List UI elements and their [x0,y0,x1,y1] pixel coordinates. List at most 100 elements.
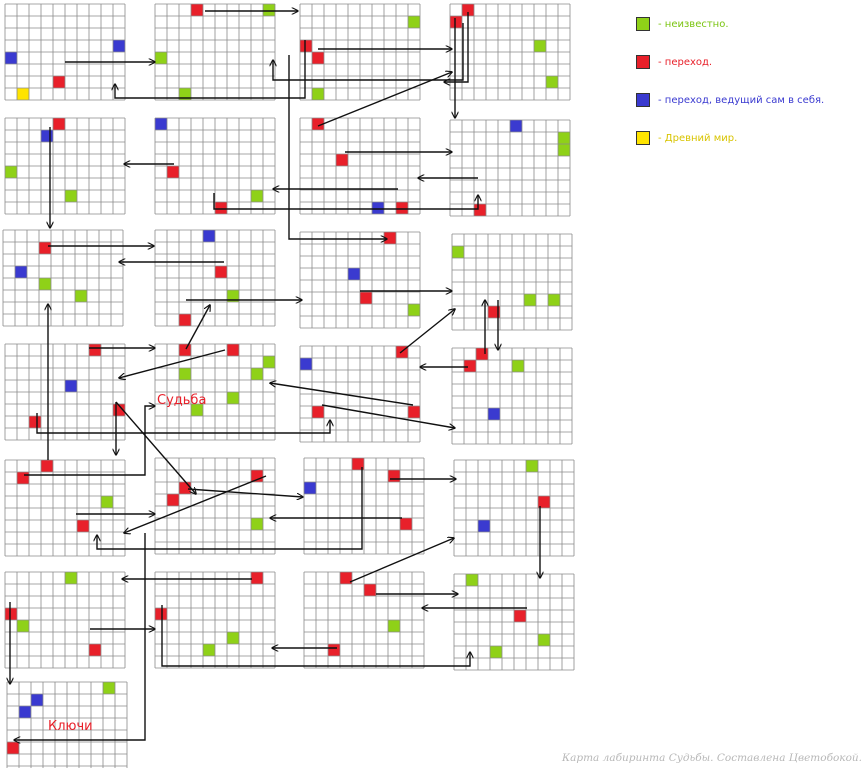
cell-unknown [263,4,275,16]
rooms-layer [2,3,575,768]
cell-transition [462,4,474,16]
cell-unknown [490,646,502,658]
cell-transition [89,644,101,656]
cell-self-transition [155,118,167,130]
cell-unknown [103,682,115,694]
room-grid [154,457,276,555]
cell-unknown [203,644,215,656]
cell-unknown [191,404,203,416]
cell-transition [5,608,17,620]
room-r6-2 [154,571,276,669]
cell-self-transition [478,520,490,532]
room-grid [299,231,421,329]
room-r6-1 [4,571,126,669]
cell-transition [227,344,239,356]
cell-transition [167,494,179,506]
connection-arrow [14,533,146,740]
cell-unknown [75,290,87,302]
connection-arrow [161,605,470,667]
legend-text-self-transition: - переход, ведущий сам в себя. [658,94,825,106]
cell-transition [215,202,227,214]
cell-self-transition [31,694,43,706]
room-r1-3 [299,3,421,101]
cell-transition [29,416,41,428]
cell-self-transition [5,52,17,64]
cell-transition [408,406,420,418]
room-grid [154,3,276,101]
cell-transition [388,470,400,482]
cell-transition [336,154,348,166]
cell-unknown [526,460,538,472]
cell-transition [39,242,51,254]
legend-swatch-transition [636,55,650,69]
room-r4-2 [154,343,276,441]
cell-transition [191,4,203,16]
map-caption: Карта лабиринта Судьбы. Составлена Цвето… [561,752,862,764]
cell-transition [364,584,376,596]
connection-arrow [270,383,414,406]
cell-self-transition [300,358,312,370]
legend-text-transition: - переход. [658,56,713,68]
cell-transition [179,344,191,356]
cell-transition [538,496,550,508]
cell-unknown [251,368,263,380]
connection-arrow [115,40,306,99]
room-r6-3 [303,571,425,669]
cell-unknown [388,620,400,632]
cell-transition [179,482,191,494]
room-r2-4 [449,119,571,217]
cell-transition [53,118,65,130]
cell-unknown [558,144,570,156]
cell-unknown [101,496,113,508]
room-grid [154,117,276,215]
cell-unknown [524,294,536,306]
cell-unknown [39,278,51,290]
connection-arrow [115,401,196,494]
cell-unknown [312,88,324,100]
room-grid [4,459,126,557]
cell-unknown [251,190,263,202]
room-grid [299,345,421,443]
cell-unknown [179,88,191,100]
cell-transition [312,52,324,64]
cell-unknown [512,360,524,372]
cell-unknown [263,356,275,368]
cell-unknown [251,518,263,530]
cell-self-transition [19,706,31,718]
cell-self-transition [372,202,384,214]
legend-item-transition: - переход. [636,52,864,72]
legend-swatch-ancient [636,131,650,145]
room-r5-1 [4,459,126,557]
arrows-layer [10,11,540,740]
legend-swatch-unknown [636,17,650,31]
cell-transition [215,266,227,278]
room-r5-2 [154,457,276,555]
room-grid [6,681,128,768]
cell-transition [514,610,526,622]
cell-unknown [452,246,464,258]
room-r5-3 [303,457,425,555]
cell-self-transition [304,482,316,494]
connection-arrow [124,475,267,533]
connection-arrow [273,23,464,81]
room-grid [453,459,575,557]
cell-unknown [227,392,239,404]
connection-arrow [321,404,455,428]
cell-self-transition [65,380,77,392]
room-grid [4,571,126,669]
room-grid [154,229,276,327]
cell-transition [300,40,312,52]
cell-unknown [466,574,478,586]
connection-arrow [24,406,155,476]
room-grid [2,229,124,327]
cell-transition [474,204,486,216]
room-r6-4 [453,573,575,671]
connection-arrow [317,72,452,127]
connection-arrow [349,538,454,583]
cell-transition [89,344,101,356]
cell-self-transition [348,268,360,280]
room-r3-1 [2,229,124,327]
cell-transition [384,232,396,244]
room-r2-3 [299,117,421,215]
